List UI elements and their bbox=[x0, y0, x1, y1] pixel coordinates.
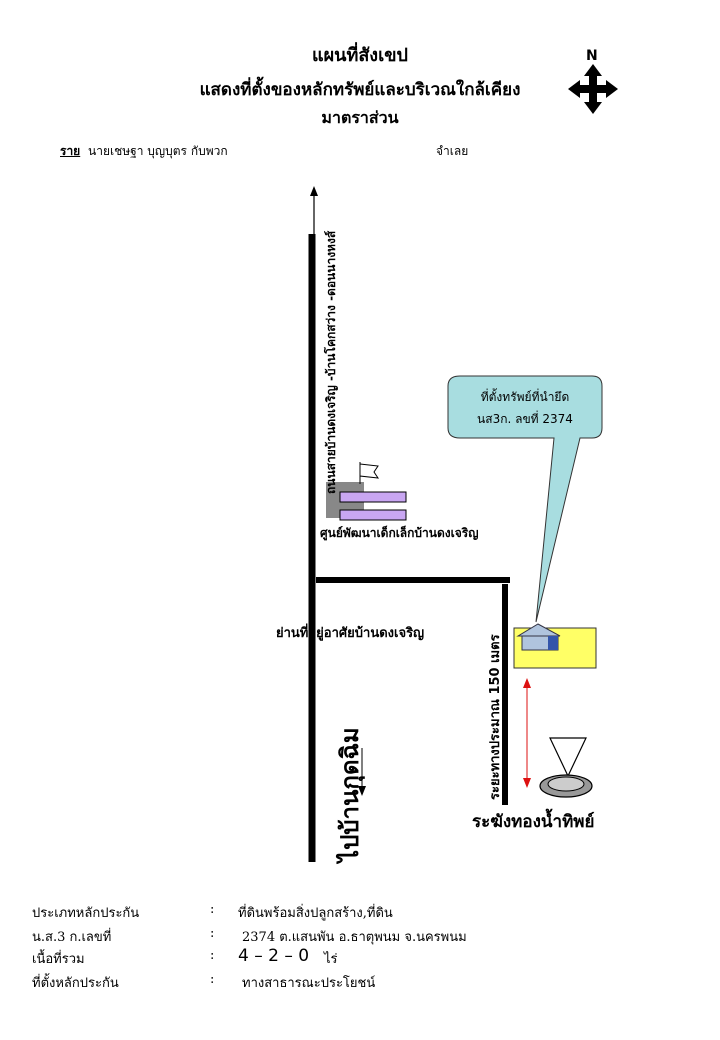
info-value: ทางสาธารณะประโยชน์ bbox=[242, 976, 376, 991]
info-unit: ไร่ bbox=[324, 952, 338, 967]
distance-label: ระยะทางประมาณ 150 เมตร bbox=[488, 634, 503, 800]
callout-line1: ที่ตั้งทรัพย์ที่นำยึด bbox=[480, 390, 570, 404]
client-name: นายเชษฐา บุญบุตร กับพวก bbox=[88, 144, 228, 158]
village-label: ย่านที่อยู่อาศัยบ้านดงเจริญ bbox=[276, 626, 425, 641]
info-sep: : bbox=[210, 972, 215, 987]
info-label: น.ส.3 ก.เลขที่ bbox=[32, 930, 112, 945]
compass-arrows-icon bbox=[568, 64, 618, 114]
map-canvas bbox=[308, 186, 603, 862]
main-road-destination: ไปบ้านกุดฉิม bbox=[336, 727, 364, 862]
info-label: ที่ตั้งหลักประกัน bbox=[32, 976, 119, 991]
map-subtitle: แสดงที่ตั้งของหลักทรัพย์และบริเวณใกล้เคี… bbox=[199, 80, 521, 100]
info-sep: : bbox=[210, 948, 215, 963]
info-value: 2374 ต.แสนพัน อ.ธาตุพนม จ.นครพนม bbox=[242, 930, 467, 945]
client-role: จำเลย bbox=[436, 144, 469, 158]
property-callout bbox=[447, 375, 603, 623]
info-value: ที่ดินพร้อมสิ่งปลูกสร้าง,ที่ดิน bbox=[238, 906, 393, 921]
info-value: 4 – 2 – 0 bbox=[238, 946, 310, 966]
school-building-2 bbox=[339, 509, 407, 521]
north-road-arrowhead bbox=[310, 186, 318, 196]
flag-icon bbox=[359, 462, 380, 484]
childcare-label: ศูนย์พัฒนาเด็กเล็กบ้านดงเจริญ bbox=[320, 526, 479, 540]
info-label: เนื้อที่รวม bbox=[32, 952, 85, 967]
landmark-label: ระฆังทองน้ำทิพย์ bbox=[472, 812, 595, 832]
map-title: แผนที่สังเขป bbox=[312, 45, 408, 66]
gong-landmark-icon bbox=[539, 737, 593, 798]
house-icon bbox=[516, 623, 561, 651]
info-sep: : bbox=[210, 926, 215, 941]
info-label: ประเภทหลักประกัน bbox=[32, 906, 140, 921]
compass: N bbox=[566, 48, 620, 118]
client-prefix: ราย bbox=[60, 144, 81, 158]
main-road-label: ถนนสายบ้านดงเจริญ -บ้านโคกสว่าง -ดอนนางห… bbox=[324, 230, 338, 494]
scale-note: มาตราส่วน bbox=[321, 108, 399, 127]
school-building-1 bbox=[339, 491, 407, 503]
callout-line2: นส3ก. ลขที่ 2374 bbox=[477, 412, 573, 426]
north-label: N bbox=[586, 48, 598, 64]
info-sep: : bbox=[210, 902, 215, 917]
